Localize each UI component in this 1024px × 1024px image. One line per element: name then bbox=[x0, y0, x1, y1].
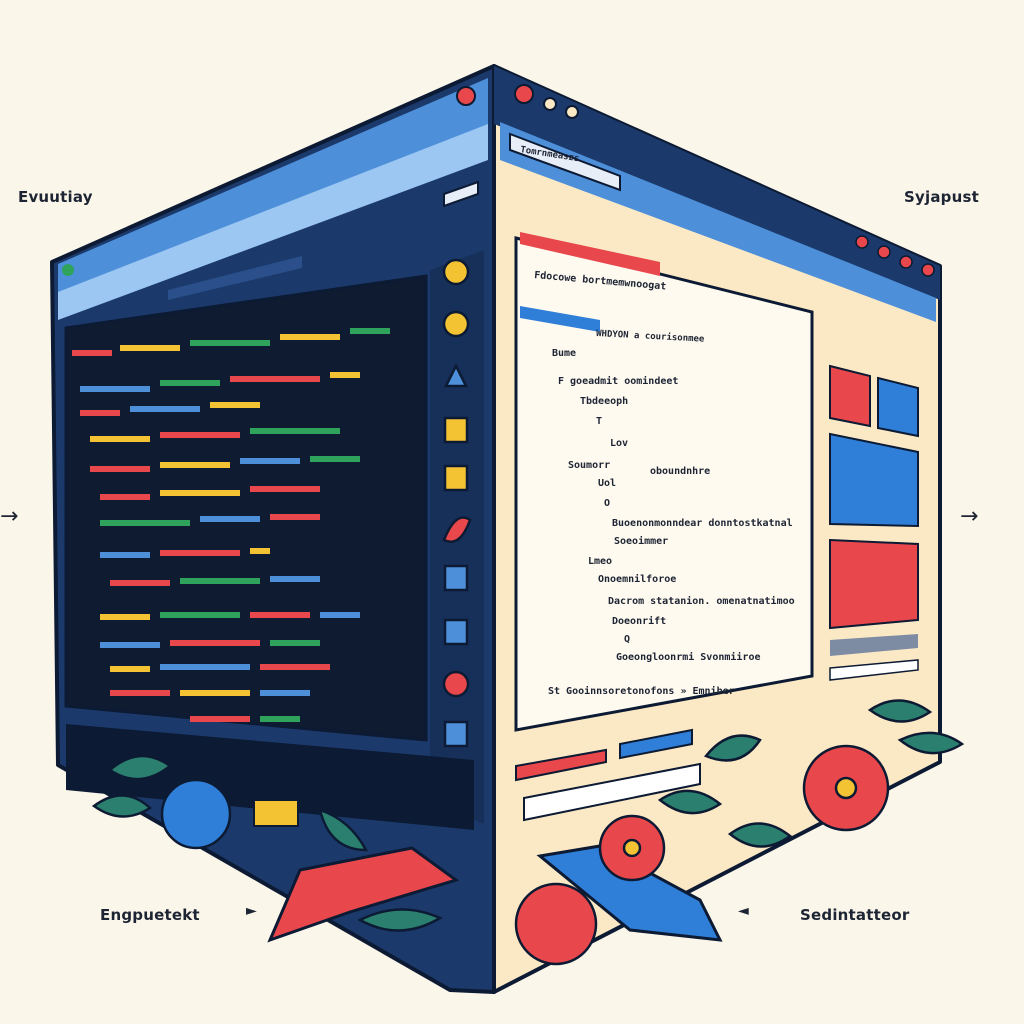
dot-icon bbox=[899, 255, 913, 269]
red-flower-icon bbox=[514, 882, 598, 966]
preview-input[interactable] bbox=[523, 762, 701, 822]
code-editor-window bbox=[50, 64, 496, 994]
tree-node: oboundnhre bbox=[650, 466, 710, 477]
link-icon[interactable] bbox=[443, 618, 469, 646]
preview-minimize-button[interactable] bbox=[543, 97, 557, 111]
image-icon[interactable] bbox=[443, 564, 469, 592]
flower-decoration bbox=[91, 699, 965, 966]
layout-icon[interactable] bbox=[443, 416, 469, 444]
blue-flower-icon bbox=[160, 778, 232, 850]
tree-node: Soeoimmer bbox=[614, 535, 668, 547]
editor-toggle[interactable] bbox=[443, 180, 479, 208]
tree-node: Onoemnilforoe bbox=[598, 573, 676, 585]
dot-icon bbox=[855, 235, 869, 249]
tree-node: Soumorr bbox=[568, 460, 610, 471]
left-arrow-icon: → bbox=[0, 504, 19, 529]
preview-button-blue[interactable] bbox=[619, 728, 693, 760]
document-accent bbox=[520, 232, 660, 276]
tree-node: Goeongloonrmi Svonmiiroe bbox=[616, 651, 761, 663]
preview-titlebar bbox=[494, 66, 940, 300]
editor-tabbar bbox=[58, 124, 488, 320]
leaf-icon bbox=[357, 908, 443, 932]
editor-close-button[interactable] bbox=[456, 86, 476, 106]
tree-node: O bbox=[604, 498, 610, 509]
leaf-icon bbox=[703, 734, 762, 762]
tree-node: Buoenonmonndear donntostkatnal bbox=[612, 518, 793, 529]
card-input[interactable] bbox=[829, 659, 919, 681]
smiley-icon[interactable] bbox=[442, 310, 470, 338]
card-red-small[interactable] bbox=[829, 364, 871, 428]
code-area[interactable] bbox=[64, 274, 428, 742]
bottom-left-pointer-icon: ► bbox=[246, 903, 257, 919]
editor-footer bbox=[66, 724, 474, 830]
editor-status-dot-icon bbox=[62, 264, 74, 276]
label-bottom-right: Sedintatteor bbox=[800, 906, 910, 924]
leaf-icon[interactable] bbox=[442, 258, 470, 286]
leaf-icon bbox=[91, 794, 153, 818]
label-top-left: Evuutiay bbox=[18, 188, 93, 206]
blue-arrow-icon bbox=[536, 844, 723, 942]
tree-node: Uol bbox=[598, 478, 616, 489]
flower-center-icon bbox=[834, 776, 858, 800]
tree-node: T bbox=[596, 416, 602, 427]
circle-icon[interactable] bbox=[442, 670, 470, 698]
swoosh-icon[interactable] bbox=[442, 516, 472, 543]
document-highlight bbox=[520, 306, 600, 332]
leaf-icon bbox=[107, 754, 173, 781]
preview-button-red[interactable] bbox=[515, 748, 607, 782]
address-bar[interactable] bbox=[509, 132, 621, 192]
tree-node: Lmeo bbox=[588, 556, 612, 567]
preview-maximize-button[interactable] bbox=[565, 105, 579, 119]
dot-icon bbox=[921, 263, 935, 277]
preview-window: Tomrnmeaszs Fdocowe bortmemwnoogat WHDYO… bbox=[492, 64, 942, 994]
red-arrow-icon bbox=[267, 846, 460, 943]
leaf-icon bbox=[657, 789, 723, 815]
preview-close-button[interactable] bbox=[514, 84, 534, 104]
tree-node: Bume bbox=[552, 348, 576, 359]
dot-icon bbox=[877, 245, 891, 259]
right-arrow-icon: → bbox=[960, 504, 979, 529]
home-icon[interactable] bbox=[443, 363, 469, 388]
label-top-right: Syjapust bbox=[904, 188, 979, 206]
tree-node: Q bbox=[624, 634, 630, 645]
label-bottom-left: Engpuetekt bbox=[100, 906, 200, 924]
document-tree: Bume F goeadmit oomindeet Tbdeeoph T Lov… bbox=[548, 348, 795, 697]
flower-center-icon bbox=[622, 838, 642, 858]
bottom-right-pointer-icon: ◄ bbox=[738, 903, 749, 919]
folder-icon bbox=[253, 799, 299, 827]
leaf-icon bbox=[867, 699, 933, 723]
card-red-large[interactable] bbox=[829, 538, 919, 630]
leaf-icon bbox=[897, 731, 965, 755]
grid-icon[interactable] bbox=[443, 720, 469, 748]
document-panel bbox=[514, 236, 814, 732]
tree-node: F goeadmit oomindeet bbox=[558, 375, 678, 387]
code-lines bbox=[72, 328, 390, 722]
pillar-icon[interactable] bbox=[443, 464, 469, 492]
leaf-icon bbox=[727, 822, 793, 848]
tree-node: Lov bbox=[610, 438, 628, 449]
editor-tab[interactable] bbox=[168, 256, 302, 300]
tree-node: Doeonrift bbox=[612, 615, 666, 627]
card-blue-small[interactable] bbox=[877, 376, 919, 438]
editor-titlebar bbox=[58, 78, 488, 300]
leaf-icon bbox=[318, 808, 369, 852]
tree-node: Dacrom statanion. omenatnatimoo bbox=[608, 595, 795, 607]
tree-node: Tbdeeoph bbox=[580, 396, 628, 407]
tree-node: St Gooinnsoretonofons » Emniber bbox=[548, 685, 735, 697]
card-blue-large[interactable] bbox=[829, 432, 919, 528]
card-bar bbox=[830, 634, 918, 656]
